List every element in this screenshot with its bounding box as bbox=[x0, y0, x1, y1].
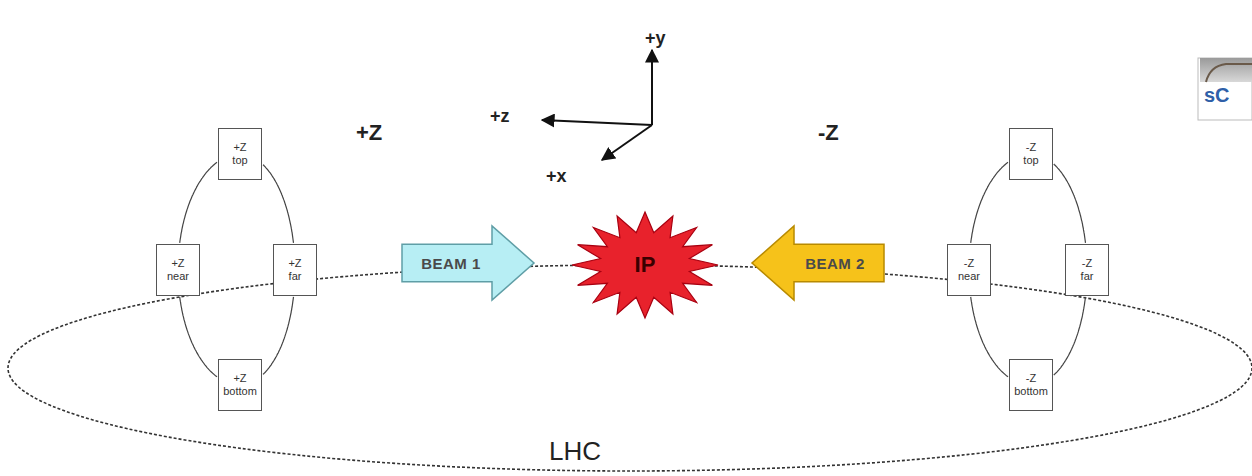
detector-box: -Z bottom bbox=[1009, 359, 1053, 411]
axis-label: +z bbox=[490, 106, 510, 127]
detector-box: +Z bottom bbox=[218, 359, 262, 411]
beam-arrow: BEAM 2 bbox=[750, 224, 886, 302]
ring-connector bbox=[1054, 164, 1086, 243]
node-text: -Z near bbox=[958, 257, 980, 283]
node-text: -Z top bbox=[1023, 141, 1038, 167]
ring-connector bbox=[180, 162, 217, 243]
ring-label: LHC bbox=[549, 436, 601, 467]
node-text: IP bbox=[635, 252, 656, 278]
photo-crop bbox=[1198, 58, 1252, 120]
detector-box: +Z near bbox=[156, 244, 200, 296]
axis-label: +x bbox=[546, 166, 567, 187]
cropped-label: sC bbox=[1202, 84, 1232, 107]
arrow-outline bbox=[752, 226, 884, 300]
ring-connector bbox=[263, 297, 294, 375]
arrow-outline bbox=[402, 226, 534, 300]
ring-connector bbox=[971, 162, 1008, 243]
detector-box: -Z far bbox=[1065, 244, 1109, 296]
z-axis bbox=[542, 120, 652, 125]
node-text: -Z bottom bbox=[1014, 372, 1048, 398]
axis-label: +y bbox=[645, 28, 666, 49]
ring-connector bbox=[971, 297, 1008, 377]
node-text: +Z far bbox=[288, 257, 301, 283]
node-text: BEAM 1 bbox=[421, 255, 481, 272]
detector-box: -Z top bbox=[1009, 128, 1053, 180]
x-axis bbox=[602, 125, 652, 160]
ring-connector bbox=[180, 297, 217, 377]
ring-connector bbox=[1054, 297, 1086, 375]
node-text: +Z near bbox=[167, 257, 189, 283]
side-label: -Z bbox=[818, 120, 839, 146]
node-text: +Z bottom bbox=[223, 372, 257, 398]
detector-box: +Z top bbox=[218, 128, 262, 180]
detector-box: +Z far bbox=[273, 244, 317, 296]
side-label: +Z bbox=[356, 120, 382, 146]
starburst-outline bbox=[572, 212, 718, 318]
node-text: -Z far bbox=[1081, 257, 1094, 283]
detector-box: -Z near bbox=[947, 244, 991, 296]
beam-arrow: BEAM 1 bbox=[400, 224, 536, 302]
interaction-point: IP bbox=[570, 210, 720, 320]
ring-connector bbox=[263, 165, 294, 243]
node-text: BEAM 2 bbox=[805, 255, 865, 272]
y-axis bbox=[651, 50, 653, 125]
node-text: +Z top bbox=[232, 141, 247, 167]
